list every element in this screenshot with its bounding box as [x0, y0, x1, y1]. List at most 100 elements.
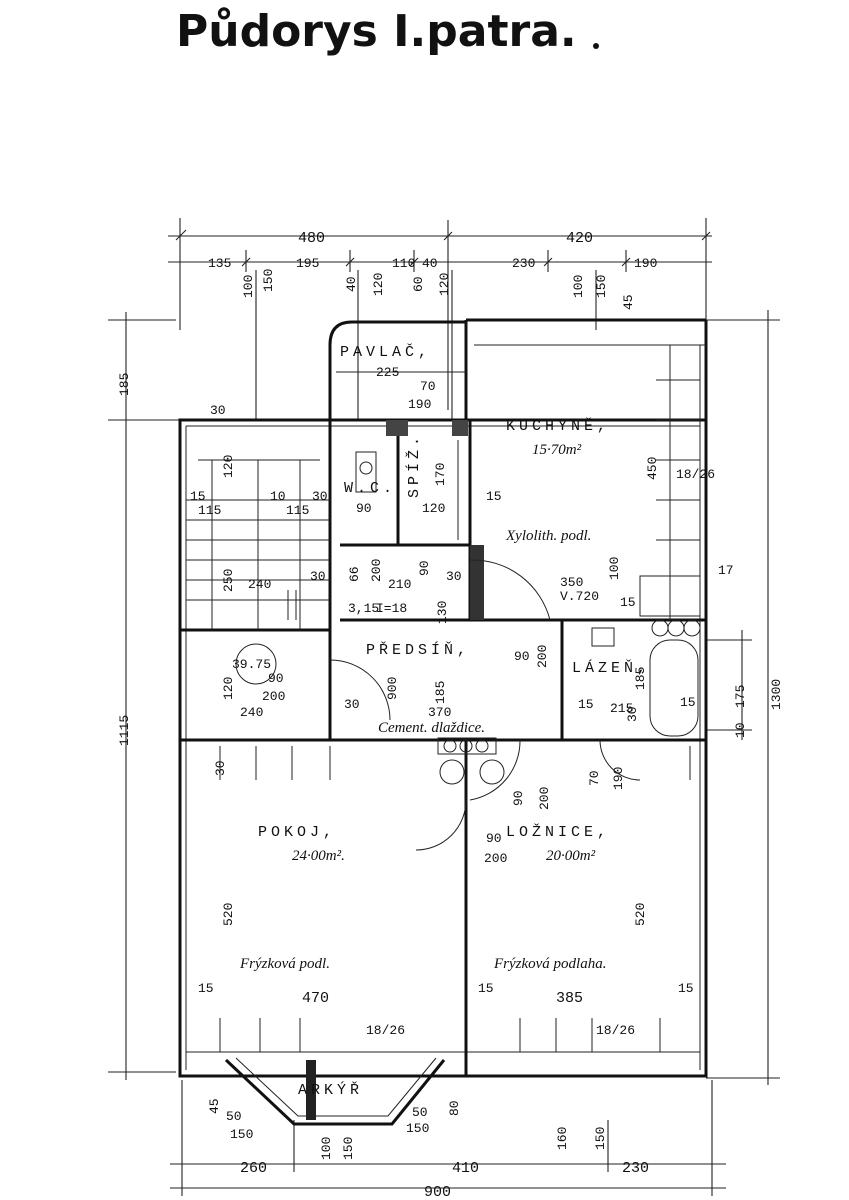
bay-window-arkyr	[224, 1057, 446, 1126]
dim-30: 30	[210, 403, 226, 418]
outer-walls	[178, 318, 708, 1078]
kitchen-details	[470, 345, 701, 620]
dim-90e: 90	[511, 790, 526, 806]
dim-150b: 150	[341, 1137, 356, 1160]
win-120b: 120	[437, 273, 452, 296]
dim-195: 195	[296, 256, 319, 271]
dim-200a: 200	[369, 559, 384, 582]
dim-1826a: 18/26	[676, 467, 715, 482]
interior-dimensions: 225 70 190 30 450 120 15 115 10 115 30 9…	[190, 365, 734, 1160]
dim-200d: 200	[537, 787, 552, 810]
dim-40: 40	[422, 256, 438, 271]
room-arkyr: ARKÝŘ	[298, 1081, 363, 1099]
bottom-dimension-lines	[170, 1080, 726, 1196]
dim-160: 160	[555, 1127, 570, 1150]
dim-66: 66	[347, 566, 362, 582]
window-dims	[255, 270, 597, 420]
dim-120: 120	[221, 455, 236, 478]
dim-1300: 1300	[769, 679, 784, 710]
dim-30d: 30	[446, 569, 462, 584]
dim-90d: 90	[268, 671, 284, 686]
win-40: 40	[344, 276, 359, 292]
dim-410: 410	[452, 1160, 479, 1177]
dim-115a: 115	[198, 503, 221, 518]
dim-70: 70	[420, 379, 436, 394]
interior-walls	[180, 420, 706, 1076]
kuchyne-floor: Xylolith. podl.	[505, 528, 591, 544]
dim-175: 175	[733, 685, 748, 708]
bathtub	[591, 619, 701, 737]
dim-30g: 30	[213, 760, 228, 776]
kuchyne-area: 15·70m²	[532, 442, 582, 458]
dim-350: 350	[560, 575, 583, 590]
dim-260: 260	[240, 1160, 267, 1177]
dim-30f: 30	[625, 706, 640, 722]
dim-10: 10	[270, 489, 286, 504]
dim-17: 17	[718, 563, 734, 578]
loznice-area: 20·00m²	[546, 848, 596, 864]
win-100a: 100	[241, 275, 256, 298]
dim-1115: 1115	[117, 715, 132, 746]
dim-240a: 240	[248, 577, 271, 592]
dim-250: 250	[221, 569, 236, 592]
dim-15b: 15	[486, 489, 502, 504]
dim-100: 100	[607, 557, 622, 580]
dim-150d: 150	[593, 1127, 608, 1150]
dim-120b: 120	[422, 501, 445, 516]
dim-110: 110	[392, 256, 415, 271]
dim-900: 900	[424, 1184, 451, 1200]
dim-15d: 15	[578, 697, 594, 712]
dim-30e: 30	[344, 697, 360, 712]
win-45: 45	[621, 294, 636, 310]
dim-15e: 15	[680, 695, 696, 710]
dim-370: 370	[428, 705, 451, 720]
plan-title: Půdorys I.patra.	[176, 6, 577, 57]
dim-100b: 100	[319, 1137, 334, 1160]
dim-1826b: 18/26	[366, 1023, 405, 1038]
dim-150c: 150	[406, 1121, 429, 1136]
dim-230-bottom: 230	[622, 1160, 649, 1177]
dim-520a: 520	[221, 903, 236, 926]
dim-190: 190	[408, 397, 431, 412]
stair-marker-circle	[235, 643, 277, 685]
win-150b: 150	[594, 275, 609, 298]
dim-1826c: 18/26	[596, 1023, 635, 1038]
dim-v720: V.720	[560, 589, 599, 604]
room-predsin: PŘEDSÍŇ,	[366, 641, 470, 659]
dim-185b: 185	[633, 667, 648, 690]
win-60: 60	[411, 276, 426, 292]
dim-90b: 90	[417, 560, 432, 576]
dim-385: 385	[556, 990, 583, 1007]
dim-170: 170	[433, 463, 448, 486]
dim-80: 80	[447, 1100, 462, 1116]
dim-420: 420	[566, 230, 593, 247]
pokoj-floor: Frýzková podl.	[239, 956, 330, 972]
dim-450: 450	[645, 457, 660, 480]
dim-30c: 30	[310, 569, 326, 584]
room-kuchyne: KUCHYNĚ,	[506, 417, 610, 435]
dim-480: 480	[298, 230, 325, 247]
dim-150a: 150	[230, 1127, 253, 1142]
dim-130: 130	[435, 601, 450, 624]
predsin-floor: Cement. dlaždice.	[378, 720, 485, 736]
room-spiz: SPÍŽ.	[405, 433, 423, 498]
dim-135: 135	[208, 256, 231, 271]
dim-200c: 200	[262, 689, 285, 704]
balcony-pavlac	[328, 320, 466, 420]
dim-315: 3,15	[348, 601, 379, 616]
dim-45: 45	[207, 1098, 222, 1114]
dim-90a: 90	[356, 501, 372, 516]
dim-185-side: 185	[117, 373, 132, 396]
dim-520b: 520	[633, 903, 648, 926]
dim-50a: 50	[226, 1109, 242, 1124]
dim-240b: 240	[240, 705, 263, 720]
dim-200e: 200	[484, 851, 507, 866]
dim-190: 190	[634, 256, 657, 271]
room-loznice: LOŽNICE,	[506, 823, 610, 841]
dim-215: 215	[610, 701, 633, 716]
title-dot	[593, 43, 599, 49]
wc-fixtures	[355, 420, 468, 540]
dim-10: 10	[733, 722, 748, 738]
win-120a: 120	[371, 273, 386, 296]
